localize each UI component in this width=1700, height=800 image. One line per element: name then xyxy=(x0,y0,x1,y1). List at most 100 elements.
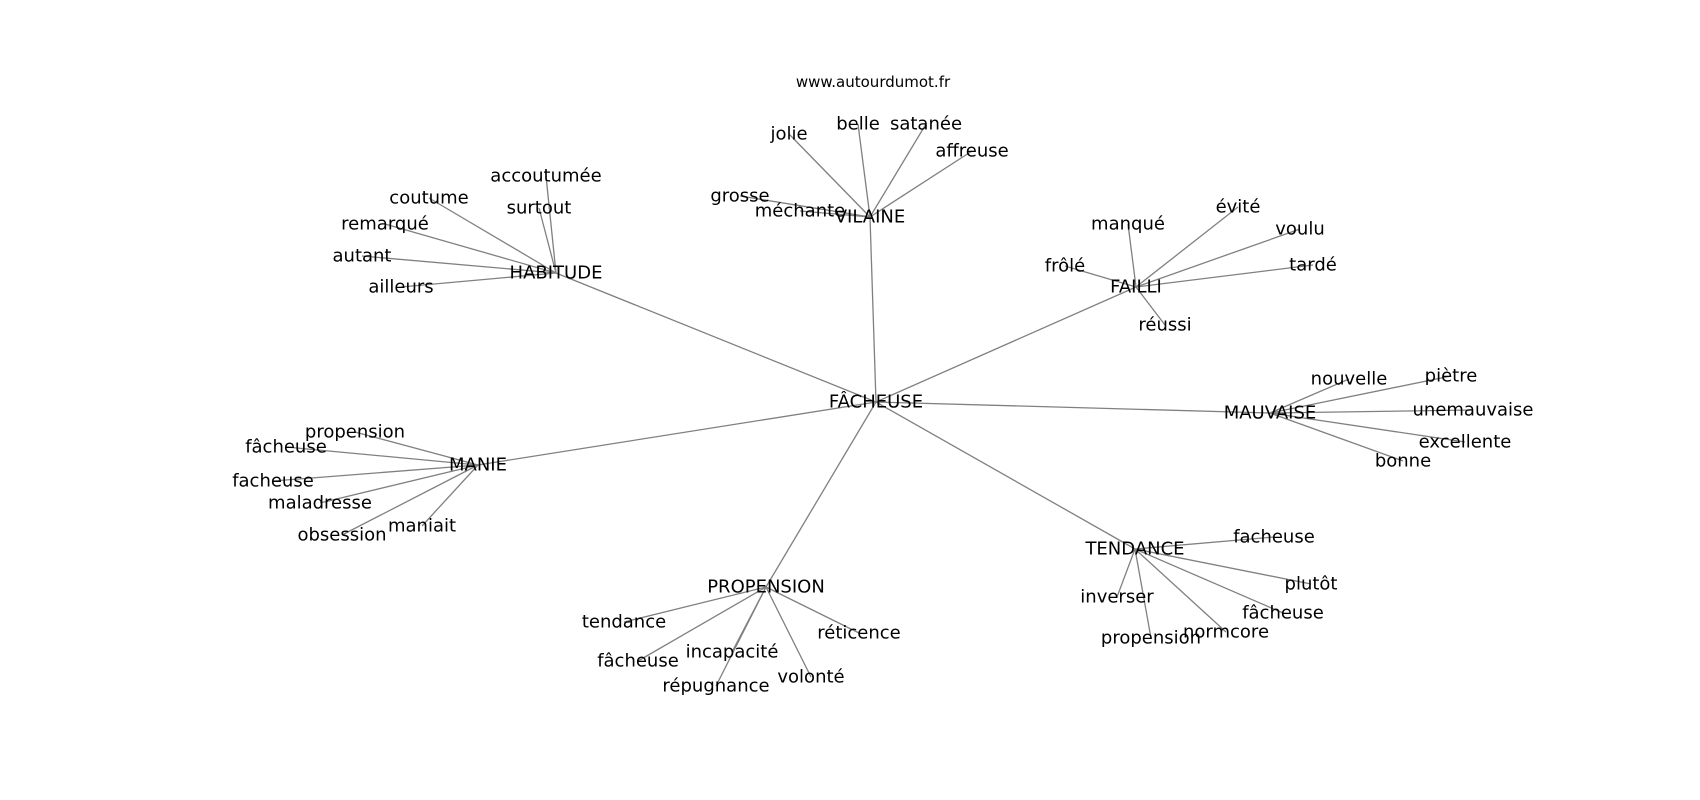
leaf-node: facheuse xyxy=(232,471,314,492)
leaf-node: frôlé xyxy=(1045,256,1085,277)
edge-center-mauvaise xyxy=(875,401,1271,414)
leaf-node: remarqué xyxy=(341,214,429,235)
leaf-node: incapacité xyxy=(686,642,779,663)
edge-propension-leaf xyxy=(715,586,767,687)
edge-manie-leaf xyxy=(421,464,479,527)
edge-vilaine-leaf xyxy=(739,195,871,218)
leaf-node: maladresse xyxy=(268,493,372,514)
leaf-node: fâcheuse xyxy=(245,437,327,458)
leaf-node: réussi xyxy=(1138,315,1191,336)
edge-center-tendance xyxy=(875,401,1136,550)
edge-tendance-leaf xyxy=(1134,548,1152,639)
leaf-node: surtout xyxy=(507,198,572,219)
leaf-node: facheuse xyxy=(1233,527,1315,548)
edge-manie-leaf xyxy=(319,464,479,504)
edge-habitude-leaf xyxy=(538,207,557,274)
edge-failli-leaf xyxy=(1064,265,1137,288)
edge-mauvaise-leaf xyxy=(1269,378,1350,414)
leaf-node: satanée xyxy=(890,114,962,135)
edge-failli-leaf xyxy=(1135,228,1301,288)
edge-failli-leaf xyxy=(1127,223,1137,288)
edges xyxy=(272,123,1474,687)
edge-center-manie xyxy=(477,401,877,466)
edge-mauvaise-leaf xyxy=(1269,375,1452,414)
leaf-node: voulu xyxy=(1275,219,1324,240)
leaf-node: ailleurs xyxy=(368,277,433,298)
edge-habitude-leaf xyxy=(545,175,557,274)
leaf-node: autant xyxy=(333,246,392,267)
edge-manie-leaf xyxy=(341,464,479,536)
leaf-node: maniait xyxy=(388,516,456,537)
leaf-node: nouvelle xyxy=(1311,369,1388,390)
edge-tendance-leaf xyxy=(1134,548,1284,614)
hub-node-propension: PROPENSION xyxy=(707,577,825,598)
leaf-node: affreuse xyxy=(935,141,1008,162)
leaf-node: volonté xyxy=(777,667,844,688)
leaf-node: bonne xyxy=(1375,451,1431,472)
edge-manie-leaf xyxy=(272,464,479,482)
edge-vilaine-leaf xyxy=(799,210,871,218)
source-url: www.autourdumot.fr xyxy=(796,73,951,91)
edge-manie-leaf xyxy=(354,431,479,466)
edge-tendance-leaf xyxy=(1134,536,1275,550)
hub-node-habitude: HABITUDE xyxy=(510,263,603,284)
edge-center-propension xyxy=(765,401,877,588)
hub-node-failli: FAILLI xyxy=(1110,277,1162,298)
leaf-node: méchante xyxy=(755,201,845,222)
edge-habitude-leaf xyxy=(428,197,557,274)
edge-center-vilaine xyxy=(869,216,877,403)
edge-vilaine-leaf xyxy=(869,123,927,218)
hub-node-mauvaise: MAUVAISE xyxy=(1224,403,1317,424)
leaf-node: fâcheuse xyxy=(1242,603,1324,624)
edge-vilaine-leaf xyxy=(788,133,871,218)
center-node: FÂCHEUSE xyxy=(829,391,923,413)
hub-node-tendance: TENDANCE xyxy=(1084,539,1184,560)
leaf-node: accoutumée xyxy=(490,166,601,187)
leaf-node: unemauvaise xyxy=(1413,400,1534,421)
leaf-node: manqué xyxy=(1091,214,1165,235)
edge-tendance-leaf xyxy=(1134,548,1227,633)
edge-propension-leaf xyxy=(765,586,860,634)
edge-vilaine-leaf xyxy=(857,123,871,218)
hub-node-vilaine: VILAINE xyxy=(835,207,906,228)
leaf-node: normcore xyxy=(1183,622,1269,643)
edge-tendance-leaf xyxy=(1116,548,1136,598)
leaf-node: piètre xyxy=(1425,366,1478,387)
leaf-node: fâcheuse xyxy=(597,651,679,672)
edge-habitude-leaf xyxy=(384,223,557,274)
leaf-node: coutume xyxy=(389,188,468,209)
leaf-node: jolie xyxy=(769,124,807,145)
leaf-node: obsession xyxy=(297,525,386,546)
edge-mauvaise-leaf xyxy=(1269,412,1466,443)
edge-center-failli xyxy=(875,286,1137,403)
leaf-node: tendance xyxy=(582,612,666,633)
edge-mauvaise-leaf xyxy=(1269,409,1474,414)
leaf-node: inverser xyxy=(1080,587,1154,608)
edge-tendance-leaf xyxy=(1134,548,1312,585)
leaf-node: répugnance xyxy=(662,676,769,697)
edge-failli-leaf xyxy=(1135,286,1166,326)
edge-center-habitude xyxy=(555,272,877,403)
edge-habitude-leaf xyxy=(361,255,557,274)
edge-propension-leaf xyxy=(765,586,812,678)
hub-node-manie: MANIE xyxy=(449,455,507,476)
edge-manie-leaf xyxy=(285,446,479,466)
edge-propension-leaf xyxy=(637,586,767,662)
edge-propension-leaf xyxy=(623,586,767,623)
leaf-node: grosse xyxy=(710,186,769,207)
leaf-node: plutôt xyxy=(1285,574,1338,595)
edge-failli-leaf xyxy=(1135,206,1239,288)
edge-habitude-leaf xyxy=(400,272,557,288)
edge-failli-leaf xyxy=(1135,264,1314,288)
leaf-node: excellente xyxy=(1419,432,1512,453)
edge-vilaine-leaf xyxy=(869,150,973,218)
leaf-node: évité xyxy=(1216,197,1261,218)
leaf-node: tardé xyxy=(1289,255,1337,276)
leaf-node: propension xyxy=(305,422,405,443)
leaf-node: propension xyxy=(1101,628,1201,649)
edge-mauvaise-leaf xyxy=(1269,412,1404,462)
leaf-node: belle xyxy=(836,114,880,135)
leaf-node: réticence xyxy=(817,623,901,644)
